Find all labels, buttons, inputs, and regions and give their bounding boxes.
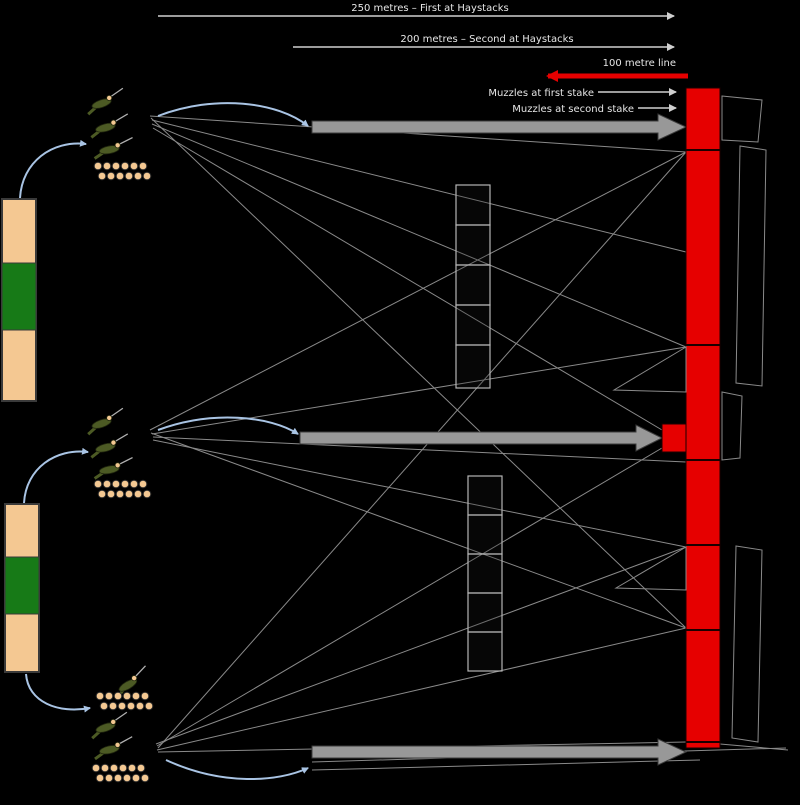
movement-arc	[25, 673, 91, 713]
trajectory-line	[156, 447, 663, 747]
marker-post-green-band	[4, 556, 40, 615]
distance-label-200m: 200 metres – Second at Haystacks	[400, 34, 573, 45]
target-frame	[467, 592, 503, 633]
shooter-dot-row	[97, 489, 152, 499]
measurement-arrows: 250 metres – First at Haystacks 200 metr…	[158, 3, 688, 115]
shooter-dot-row	[95, 773, 150, 783]
trajectory-line	[157, 151, 687, 749]
target-frame	[455, 344, 491, 389]
marker-post-1	[1, 198, 37, 402]
distance-label-250m: 250 metres – First at Haystacks	[351, 3, 508, 14]
trajectory-line	[152, 127, 663, 431]
shooter-dot-row	[93, 479, 148, 489]
firing-detail-3	[86, 664, 155, 783]
trajectory-line	[151, 119, 687, 253]
target-frame	[467, 631, 503, 672]
muzzles-first-label: Muzzles at first stake	[488, 88, 594, 99]
movement-arc	[157, 416, 299, 435]
trajectory-line	[151, 123, 687, 348]
butt-side-wall	[721, 391, 743, 461]
butt-side-wall	[731, 545, 763, 743]
stop-butt-notch	[661, 423, 687, 453]
movement-arc	[23, 447, 89, 504]
butt-side-wall	[721, 95, 763, 143]
shooter-dot-row	[97, 171, 152, 181]
target-frame	[455, 224, 491, 266]
prone-shooter-icon	[90, 735, 137, 761]
prone-shooter-icon	[86, 112, 133, 139]
target-frame	[455, 184, 491, 226]
distance-label-100m: 100 metre line	[603, 58, 676, 69]
movement-arcs	[19, 102, 309, 781]
stop-butt-bar	[685, 87, 721, 749]
trajectory-line	[152, 436, 687, 463]
movement-arc	[157, 102, 309, 127]
trajectory-line	[719, 743, 789, 751]
target-frame	[467, 475, 503, 516]
stop-butt	[661, 87, 721, 749]
advance-arrow-bottom	[311, 738, 688, 766]
prone-shooter-icon	[90, 136, 137, 160]
trajectory-line	[151, 346, 687, 435]
prone-shooter-icon	[86, 710, 133, 740]
advance-arrow-middle	[299, 424, 664, 452]
butt-wedge	[614, 546, 687, 591]
marker-post-green-band	[1, 262, 37, 331]
trajectory-line	[156, 627, 687, 751]
muzzles-second-label: Muzzles at second stake	[512, 104, 634, 115]
trajectory-line	[155, 546, 687, 745]
trajectory-line	[149, 115, 687, 153]
shooter-dot-row	[99, 701, 154, 711]
target-frame-stack-1	[455, 184, 491, 389]
advance-arrows	[299, 113, 688, 766]
advance-arrow-top	[311, 113, 688, 141]
shooter-dot-row	[91, 763, 146, 773]
butt-wedge	[612, 346, 687, 393]
prone-shooter-icon	[86, 432, 133, 459]
trajectory-line	[150, 432, 687, 629]
target-frame	[467, 553, 503, 594]
target-frame	[455, 264, 491, 306]
movement-arc	[19, 139, 87, 199]
target-frame-stack-2	[467, 475, 503, 672]
firing-detail-2	[82, 406, 152, 499]
firing-detail-1	[82, 86, 152, 181]
trajectory-lines	[149, 115, 789, 771]
trajectory-line	[152, 439, 687, 548]
butt-structures	[612, 95, 767, 743]
prone-shooter-icon	[82, 406, 129, 436]
target-frame	[467, 514, 503, 555]
prone-shooter-icon	[90, 456, 137, 480]
trajectory-line	[149, 151, 687, 431]
marker-post-2	[4, 503, 40, 673]
trajectory-line	[311, 759, 701, 771]
target-frame	[455, 304, 491, 346]
trajectory-line	[150, 117, 687, 629]
shooter-dot-row	[93, 161, 148, 171]
movement-arc	[165, 759, 309, 781]
prone-shooter-icon	[82, 86, 129, 116]
butt-side-wall	[735, 145, 767, 387]
